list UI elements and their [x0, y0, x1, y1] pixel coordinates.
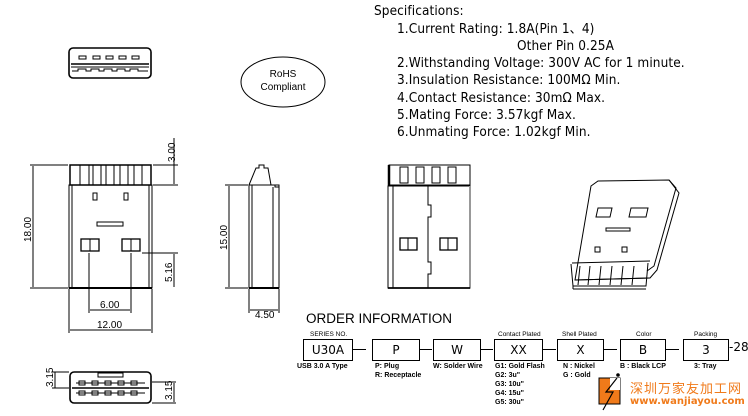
end-view-bottom [52, 371, 176, 404]
order-field-contact-plated-option-2: G2: 3u" [495, 372, 521, 379]
watermark-url: www.wanjiayou.com [630, 396, 745, 407]
dim-width: 12.00 [97, 320, 122, 331]
order-field-contact-plated-option-4: G4: 15u" [495, 390, 524, 397]
dim-tail-height: 3.00 [167, 142, 178, 162]
dim-contact-offset: 5.16 [164, 262, 175, 282]
separator [604, 349, 617, 350]
order-field-series-option: USB 3.0 A Type [297, 363, 348, 370]
order-field-contact-plated-option-3: G3: 10u" [495, 381, 524, 388]
watermark-logo-icon [598, 373, 621, 411]
spec-line-2: 2.Withstanding Voltage: 300V AC for 1 mi… [397, 56, 685, 71]
isometric-view [570, 179, 680, 290]
rohs-line-2: Compliant [260, 82, 306, 93]
order-field-packing-option: 3: Tray [694, 363, 717, 370]
rohs-badge: RoHS Compliant [245, 68, 321, 94]
order-suffix: -28 [729, 340, 748, 354]
separator [666, 349, 679, 350]
order-field-type-code: P [372, 339, 420, 361]
watermark-chinese: 深圳万家友加工网 [630, 382, 743, 397]
order-field-shell-plated-code: X [557, 339, 604, 361]
order-field-label-contact-plated: Contact Plated [498, 331, 541, 338]
spec-line-3: 3.Insulation Resistance: 100MΩ Min. [397, 73, 621, 88]
side-view [225, 164, 280, 313]
order-info-title: ORDER INFORMATION [306, 311, 452, 326]
spec-line-4: 4.Contact Resistance: 30mΩ Max. [397, 91, 606, 106]
dim-body-length: 15.00 [219, 225, 230, 250]
dim-contact-pitch: 6.00 [100, 300, 120, 311]
separator [543, 349, 556, 350]
specifications-heading: Specifications: [374, 4, 464, 19]
order-field-contact-plated-option-5: G5: 30u" [495, 399, 524, 406]
order-field-contact-plated-option-1: G1: Gold Flash [495, 363, 545, 370]
order-field-termination-option: W: Solder Wire [433, 363, 483, 370]
separator [481, 349, 493, 350]
bottom-view [387, 164, 471, 289]
order-field-color-option: B : Black LCP [620, 363, 666, 370]
spec-line-1: 1.Current Rating: 1.8A(Pin 1、4) [397, 22, 595, 37]
order-field-contact-plated-code: XX [494, 339, 543, 361]
order-field-termination-code: W [433, 339, 481, 361]
order-field-type-option-1: P: Plug [375, 363, 400, 370]
top-view [30, 138, 178, 333]
order-field-shell-plated-option-2: G : Gold [563, 372, 591, 379]
order-field-series-code: U30A [303, 339, 353, 361]
order-field-color-code: B [620, 339, 666, 361]
spec-line-5: 5.Mating Force: 3.57kgf Max. [397, 108, 577, 123]
dim-overall-length: 18.00 [23, 217, 34, 242]
dim-half-height-left: 3.15 [45, 367, 56, 387]
rohs-badge-outline [240, 56, 326, 108]
order-field-label-color: Color [636, 331, 652, 338]
order-field-shell-plated-option-1: N : Nickel [563, 363, 595, 370]
order-field-label-shell-plated: Shell Plated [562, 331, 597, 338]
front-view-top [68, 47, 152, 79]
order-field-packing-code: 3 [683, 339, 729, 361]
order-field-label-packing: Packing [694, 331, 718, 338]
separator [353, 349, 366, 350]
order-field-label-series: SERIES NO. [310, 331, 348, 338]
rohs-line-1: RoHS [269, 69, 297, 80]
spec-line-6: 6.Unmating Force: 1.02kgf Min. [397, 125, 591, 140]
dim-half-height-right: 3.15 [164, 380, 175, 400]
order-field-type-option-2: R: Receptacle [375, 372, 422, 379]
separator [420, 349, 432, 350]
dim-thickness: 4.50 [255, 310, 275, 321]
spec-line-1b: Other Pin 0.25A [517, 39, 614, 54]
